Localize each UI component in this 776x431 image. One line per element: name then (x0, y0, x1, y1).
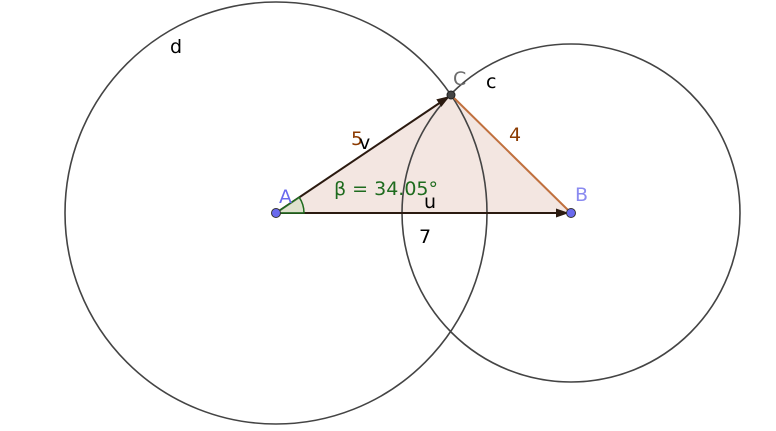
angle-marker[interactable] (273, 196, 305, 214)
point-a[interactable] (271, 208, 281, 218)
vector-u-arrowhead (556, 208, 569, 218)
label-angle-beta: β = 34.05° (334, 178, 438, 200)
point-b[interactable] (566, 208, 576, 218)
point-c[interactable] (446, 90, 456, 100)
label-side-bc-length: 4 (509, 124, 521, 146)
label-point-a: A (279, 186, 292, 208)
label-vector-v: v (359, 132, 370, 154)
triangle-abc[interactable] (276, 95, 571, 213)
vector-v[interactable] (275, 101, 442, 214)
label-side-ac-length: 5 (351, 128, 363, 150)
segment-bc[interactable] (450, 94, 572, 214)
vector-v-arrowhead (436, 96, 450, 107)
label-point-c: C (453, 68, 466, 90)
label-side-ab-length: 7 (419, 226, 431, 248)
label-circle-d: d (170, 36, 182, 58)
label-vector-u: u (424, 191, 436, 213)
label-point-b: B (575, 184, 588, 206)
label-circle-c: c (486, 71, 496, 93)
